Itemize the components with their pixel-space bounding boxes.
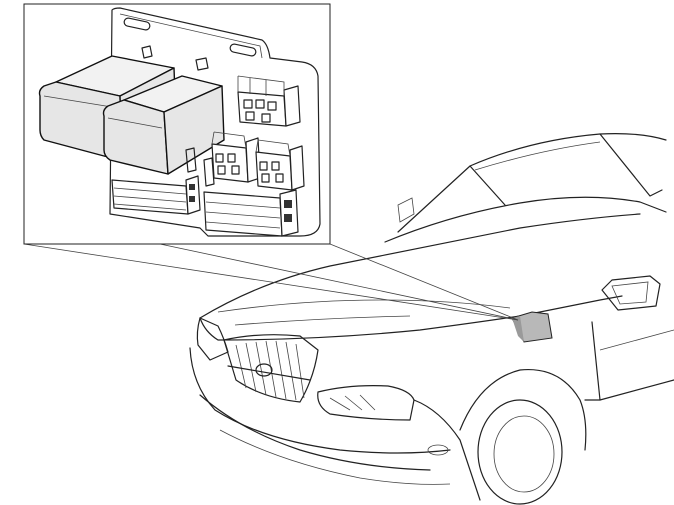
windshield-inner (474, 141, 601, 171)
headlight-right (317, 385, 415, 421)
hood-front-edge (199, 315, 521, 341)
connector-row-right (203, 189, 299, 237)
socket-middle (211, 131, 261, 183)
grille-emblem (255, 363, 273, 377)
hood-crease-2 (234, 315, 411, 326)
mounting-slot-1 (123, 17, 151, 31)
plate-edge (119, 13, 263, 59)
screw-1 (141, 45, 153, 59)
windshield-base (384, 196, 667, 243)
wiper-left (397, 197, 415, 223)
a-pillar-left (469, 165, 506, 206)
grille-bars (235, 340, 305, 401)
bumper-lower (199, 394, 431, 471)
socket-top (237, 75, 301, 127)
socket-right (255, 139, 305, 191)
wheel-tire (477, 399, 563, 505)
stud-1 (185, 147, 197, 173)
door-front-edge (591, 321, 601, 401)
mounting-slot-2 (229, 43, 257, 57)
relay-front (102, 75, 225, 175)
grille-frame (223, 334, 319, 403)
bumper-bottom (219, 429, 451, 485)
grille-diagonal (227, 365, 311, 381)
side-mirror-glass (611, 281, 649, 305)
wheel-arch (459, 368, 587, 451)
headlight-right-detail (329, 394, 376, 411)
car-illustration (189, 133, 674, 505)
screw-2 (195, 57, 209, 71)
leader-lines (23, 243, 519, 321)
bumper-top (189, 347, 451, 454)
fog-light (427, 444, 449, 456)
door-crease (599, 329, 674, 351)
side-mirror (601, 275, 661, 311)
a-pillar-right (599, 133, 663, 197)
fender-front (413, 399, 481, 501)
wheel-rim (493, 415, 555, 493)
hood-rear-edge (199, 213, 641, 319)
inset-detail (23, 3, 331, 245)
roof-line (397, 133, 667, 233)
hood-crease (217, 299, 511, 313)
stud-2 (203, 157, 215, 187)
relay-box-location-shade (512, 316, 524, 342)
connector-row-left (111, 175, 201, 215)
headlight-left (196, 317, 229, 361)
